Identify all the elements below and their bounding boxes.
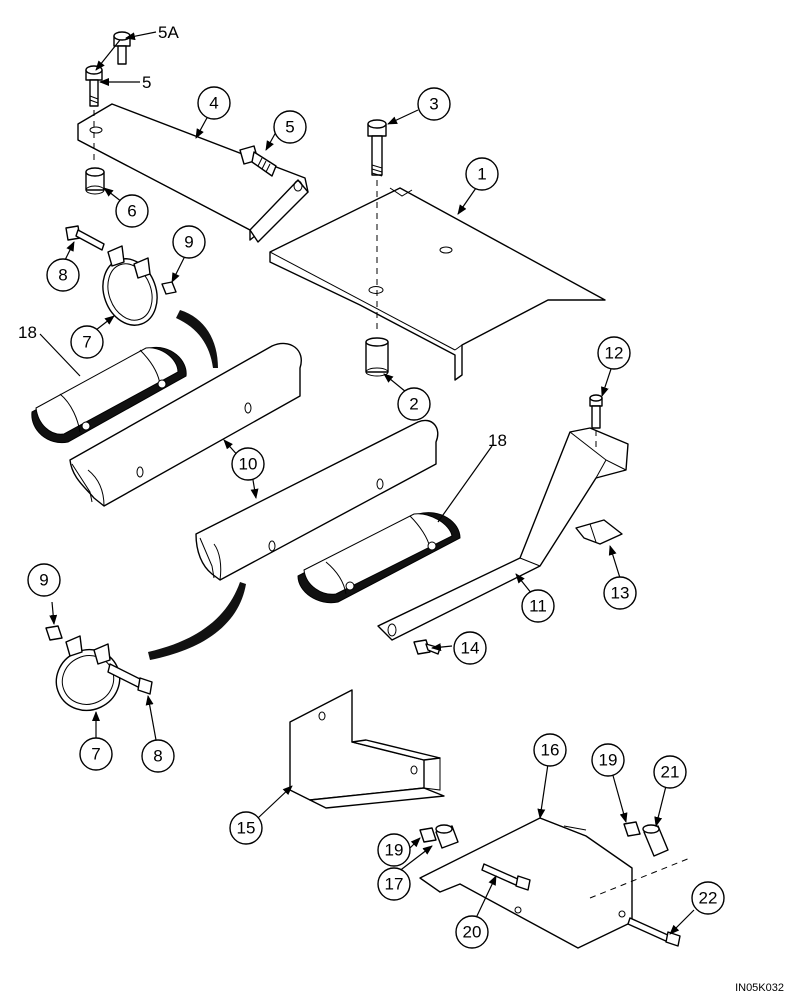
- part-19-nut-right: [623, 821, 641, 837]
- svg-text:9: 9: [39, 571, 48, 590]
- svg-text:21: 21: [661, 763, 680, 782]
- figure-id: IN05K032: [735, 982, 784, 994]
- callout-6: 6: [115, 194, 149, 228]
- callout-8-lower: 8: [141, 739, 175, 773]
- part-5-bolt: [85, 65, 103, 160]
- part-1-heat-shield-plate: [269, 187, 606, 381]
- part-12-bolt: [589, 394, 603, 448]
- part-13-clip: [575, 519, 623, 545]
- svg-text:8: 8: [58, 266, 67, 285]
- part-7-clamp-upper: [102, 245, 158, 326]
- svg-text:5: 5: [285, 118, 294, 137]
- svg-text:22: 22: [699, 889, 718, 908]
- part-17-spacer: [435, 824, 459, 849]
- part-3-bolt: [367, 119, 387, 330]
- part-4-upper-bracket: [77, 103, 309, 243]
- part-8-bolt-lower: [107, 663, 153, 695]
- upper-sweep-arrow: [176, 310, 218, 368]
- callout-12: 12: [597, 336, 631, 370]
- part-5a-bolt: [113, 31, 131, 65]
- svg-text:20: 20: [463, 923, 482, 942]
- svg-text:10: 10: [239, 455, 258, 474]
- callout-16: 16: [533, 733, 567, 767]
- svg-text:12: 12: [605, 344, 624, 363]
- svg-text:4: 4: [209, 94, 218, 113]
- svg-text:6: 6: [127, 202, 136, 221]
- svg-text:13: 13: [611, 584, 630, 603]
- callout-4: 4: [197, 86, 231, 120]
- callout-22: 22: [691, 881, 725, 915]
- part-18-wrap-upper: [31, 346, 187, 444]
- callout-9-upper: 9: [172, 225, 206, 259]
- part-5-side-bolt: [239, 145, 277, 177]
- part-10-shield-lower: [195, 419, 439, 581]
- svg-text:15: 15: [237, 819, 256, 838]
- part-15-lower-bracket: [289, 689, 445, 809]
- svg-text:19: 19: [599, 751, 618, 770]
- label-18-lower: 18: [488, 431, 507, 450]
- lower-sweep-arrow: [148, 582, 246, 660]
- part-2-spacer: [365, 337, 389, 377]
- svg-text:7: 7: [91, 745, 100, 764]
- part-9-nut-lower: [45, 625, 63, 641]
- svg-text:19: 19: [385, 841, 404, 860]
- leader-lines: [39, 31, 695, 935]
- part-6-spacer: [85, 167, 105, 195]
- callout-14: 14: [453, 631, 487, 665]
- callout-3: 3: [417, 87, 451, 121]
- part-20-bolt: [481, 863, 531, 891]
- svg-text:1: 1: [477, 165, 486, 184]
- svg-text:11: 11: [529, 597, 547, 616]
- callout-8-upper: 8: [46, 258, 80, 292]
- callout-7-upper: 7: [70, 325, 104, 359]
- label-5: 5: [142, 73, 151, 92]
- label-18-upper: 18: [18, 323, 37, 342]
- part-21-spacer: [642, 824, 669, 857]
- part-8-bolt-upper: [65, 225, 105, 251]
- callout-15: 15: [229, 811, 263, 845]
- svg-text:3: 3: [429, 95, 438, 114]
- part-11-support-arm: [377, 427, 629, 641]
- part-10-shield-upper: [69, 342, 302, 507]
- callout-17: 17: [377, 867, 411, 901]
- callout-11: 11: [521, 589, 555, 623]
- svg-text:14: 14: [461, 639, 480, 658]
- callout-19-center: 19: [377, 833, 411, 867]
- svg-text:16: 16: [541, 741, 560, 760]
- svg-text:8: 8: [153, 747, 162, 766]
- part-7-clamp-lower: [55, 635, 121, 712]
- callout-21: 21: [653, 755, 687, 789]
- callout-20: 20: [455, 915, 489, 949]
- svg-text:7: 7: [82, 333, 91, 352]
- svg-text:9: 9: [184, 233, 193, 252]
- part-19-nut-center: [419, 827, 437, 843]
- svg-text:17: 17: [385, 875, 404, 894]
- part-18-wrap-lower: [297, 512, 461, 604]
- callout-5: 5: [273, 110, 307, 144]
- callout-7-lower: 7: [79, 737, 113, 771]
- callout-13: 13: [603, 576, 637, 610]
- label-5a: 5A: [158, 23, 179, 42]
- callout-19-right: 19: [591, 743, 625, 777]
- callout-10: 10: [231, 447, 265, 481]
- callout-9-lower: 9: [27, 563, 61, 597]
- svg-text:2: 2: [409, 395, 418, 414]
- callout-1: 1: [465, 157, 499, 191]
- callout-2: 2: [397, 387, 431, 421]
- part-22-bolt: [627, 917, 681, 947]
- part-9-nut-upper: [161, 281, 177, 295]
